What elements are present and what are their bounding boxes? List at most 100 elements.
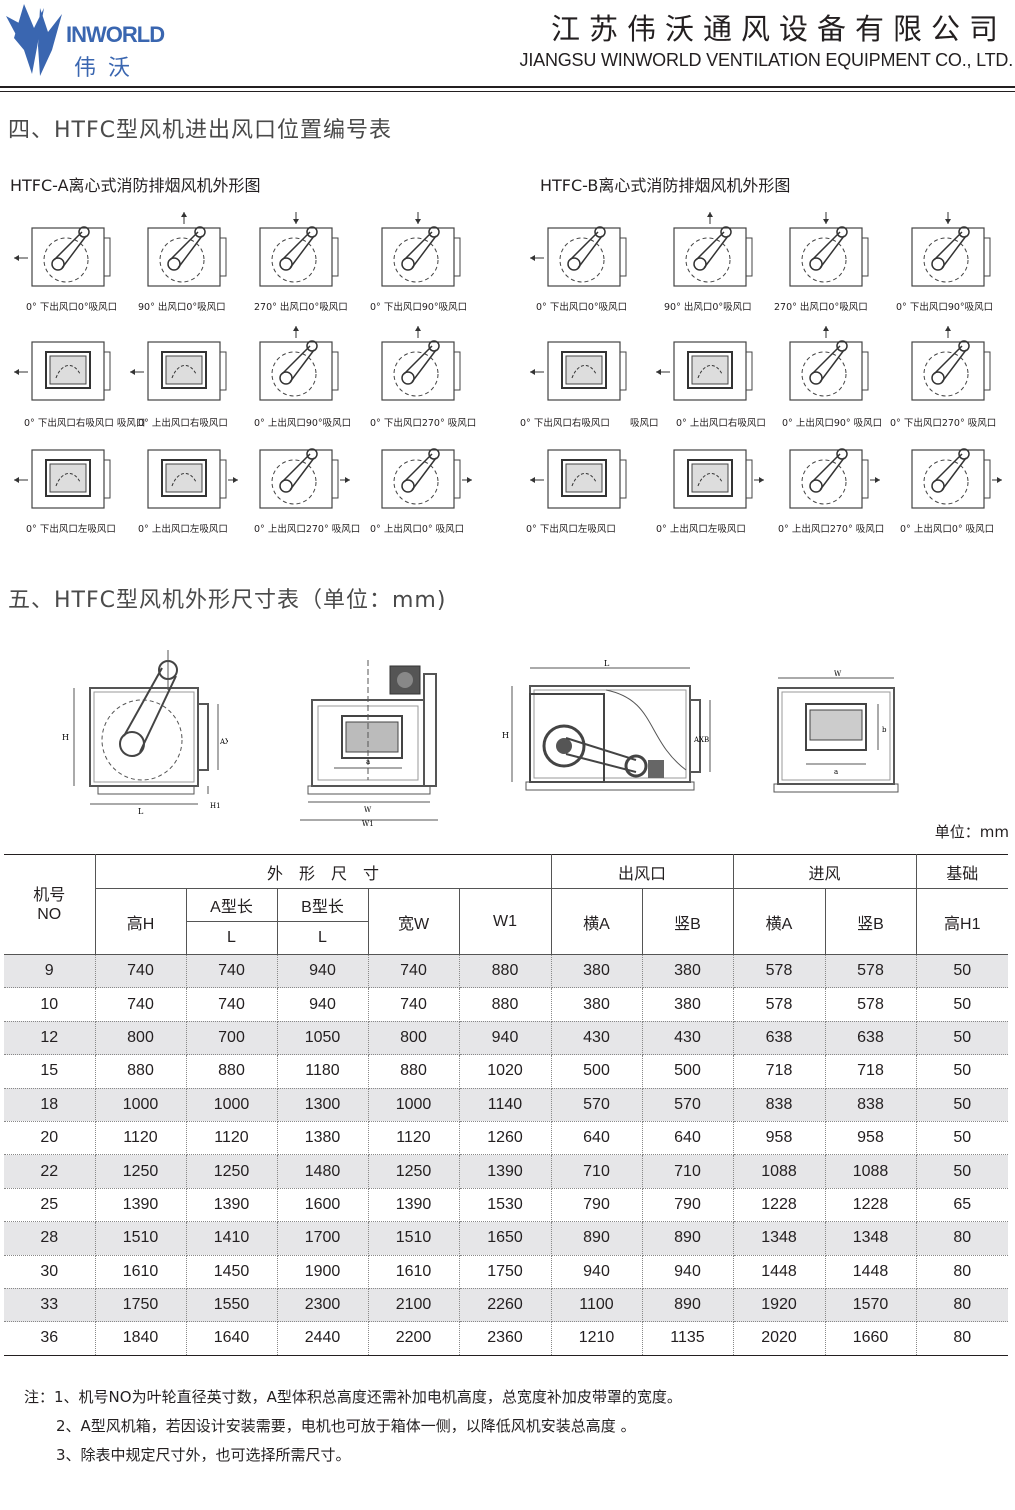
htfc-a-title: HTFC-A离心式消防排烟风机外形图 bbox=[10, 176, 261, 195]
table-cell: 1390 bbox=[186, 1188, 278, 1223]
table-cell: 1920 bbox=[733, 1288, 826, 1323]
fan-position-caption: 0° 上出风口左吸风口 bbox=[656, 524, 746, 535]
fan-position-icon bbox=[673, 212, 753, 287]
table-cell: 2440 bbox=[277, 1321, 369, 1356]
header-b-long: B型长 bbox=[277, 888, 369, 922]
header-inlet-vert: 竖B bbox=[825, 888, 917, 955]
dim-label-h1: H1 bbox=[210, 802, 221, 810]
table-cell: 638 bbox=[825, 1021, 917, 1056]
table-cell: 1250 bbox=[186, 1154, 278, 1189]
fan-position-caption: 吸风口 bbox=[630, 418, 659, 429]
table-cell: 1000 bbox=[186, 1088, 278, 1122]
table-cell: 958 bbox=[825, 1121, 917, 1156]
table-cell: 958 bbox=[733, 1121, 826, 1156]
table-cell: 1840 bbox=[95, 1321, 187, 1356]
fan-position-icon bbox=[530, 449, 627, 509]
table-cell: 740 bbox=[368, 987, 460, 1022]
table-cell: 1228 bbox=[733, 1188, 826, 1223]
dim-label-a-b: a bbox=[834, 768, 838, 776]
table-cell: 33 bbox=[4, 1288, 96, 1323]
table-cell: 1250 bbox=[368, 1154, 460, 1189]
dim-label-w-b: W bbox=[834, 670, 842, 678]
table-cell: 1120 bbox=[186, 1121, 278, 1156]
table-cell: 880 bbox=[459, 954, 552, 989]
dim-label-h: H bbox=[62, 733, 69, 742]
drawing-b-front: W a b bbox=[773, 670, 899, 793]
htfc-b-title: HTFC-B离心式消防排烟风机外形图 bbox=[540, 176, 791, 195]
table-cell: 718 bbox=[825, 1054, 917, 1089]
fan-position-icon bbox=[381, 448, 472, 509]
table-cell: 1610 bbox=[368, 1255, 460, 1289]
table-cell: 1448 bbox=[825, 1255, 917, 1289]
fan-position-icon bbox=[789, 326, 869, 401]
header-a-long: A型长 bbox=[186, 888, 278, 922]
table-cell: 640 bbox=[551, 1121, 643, 1156]
header-b-l: L bbox=[277, 921, 369, 955]
fan-position-caption: 0° 下出风口0°吸风口 bbox=[536, 302, 628, 313]
dim-label-l: L bbox=[138, 807, 144, 816]
table-cell: 80 bbox=[916, 1321, 1008, 1356]
unit-label: 单位：mm bbox=[934, 823, 1009, 841]
header-a-l: L bbox=[186, 921, 278, 955]
table-cell: 36 bbox=[4, 1321, 96, 1356]
table-cell: 740 bbox=[95, 987, 187, 1022]
table-cell: 12 bbox=[4, 1021, 96, 1056]
dim-label-h-b: H bbox=[502, 731, 509, 740]
fan-position-icon bbox=[259, 326, 339, 401]
fan-position-caption: 0° 上出风口270° 吸风口 bbox=[778, 524, 885, 535]
drawing-a-front: a W W1 bbox=[300, 660, 438, 826]
header-outer-dims: 外 形 尺 寸 bbox=[95, 854, 552, 889]
table-cell: 80 bbox=[916, 1288, 1008, 1323]
table-cell: 2100 bbox=[368, 1288, 460, 1323]
table-cell: 15 bbox=[4, 1054, 96, 1089]
table-cell: 1900 bbox=[277, 1255, 369, 1289]
fan-position-icon bbox=[147, 212, 227, 287]
table-cell: 50 bbox=[916, 1154, 1008, 1189]
table-cell: 940 bbox=[459, 1021, 552, 1056]
table-cell: 1260 bbox=[459, 1121, 552, 1156]
fan-position-icon bbox=[530, 341, 627, 401]
fan-position-icon bbox=[789, 448, 880, 509]
table-cell: 1380 bbox=[277, 1121, 369, 1156]
table-cell: 710 bbox=[642, 1154, 734, 1189]
table-cell: 578 bbox=[825, 954, 917, 989]
table-cell: 50 bbox=[916, 1054, 1008, 1089]
fan-position-icon bbox=[530, 226, 627, 287]
table-cell: 1140 bbox=[459, 1088, 552, 1122]
table-cell: 30 bbox=[4, 1255, 96, 1289]
fan-position-caption: 0° 上出风口0° 吸风口 bbox=[370, 524, 465, 535]
table-cell: 1088 bbox=[733, 1154, 826, 1189]
table-cell: 1088 bbox=[825, 1154, 917, 1189]
dim-label-w1: W1 bbox=[362, 820, 374, 826]
fan-position-caption: 90° 出风口0°吸风口 bbox=[664, 302, 752, 313]
table-cell: 570 bbox=[551, 1088, 643, 1122]
table-cell: 18 bbox=[4, 1088, 96, 1122]
drawing-b-side: L H AXB bbox=[502, 660, 711, 791]
dim-label-axb-b: AXB bbox=[693, 736, 709, 744]
header-rule-thin bbox=[0, 91, 1015, 92]
table-cell: 890 bbox=[642, 1288, 734, 1323]
table-cell: 2260 bbox=[459, 1288, 552, 1323]
table-cell: 1448 bbox=[733, 1255, 826, 1289]
table-cell: 1550 bbox=[186, 1288, 278, 1323]
table-cell: 570 bbox=[642, 1088, 734, 1122]
fan-position-icon bbox=[911, 212, 991, 287]
table-cell: 1450 bbox=[186, 1255, 278, 1289]
header-inlet: 进风 bbox=[733, 854, 917, 889]
table-cell: 2020 bbox=[733, 1321, 826, 1356]
fan-position-caption: 0° 上出风口右吸风口 bbox=[138, 418, 228, 429]
table-cell: 1348 bbox=[825, 1221, 917, 1256]
note-1: 注：1、机号NO为叶轮直径英寸数，A型体积总高度还需补加电机高度，总宽度补加皮带… bbox=[24, 1388, 682, 1406]
table-cell: 880 bbox=[459, 987, 552, 1022]
table-cell: 700 bbox=[186, 1021, 278, 1056]
table-cell: 880 bbox=[186, 1054, 278, 1089]
fan-position-caption: 90° 出风口0°吸风口 bbox=[138, 302, 226, 313]
header-height: 高H bbox=[95, 888, 187, 955]
fan-position-caption: 0° 下出风口0°吸风口 bbox=[26, 302, 118, 313]
table-cell: 9 bbox=[4, 954, 96, 989]
